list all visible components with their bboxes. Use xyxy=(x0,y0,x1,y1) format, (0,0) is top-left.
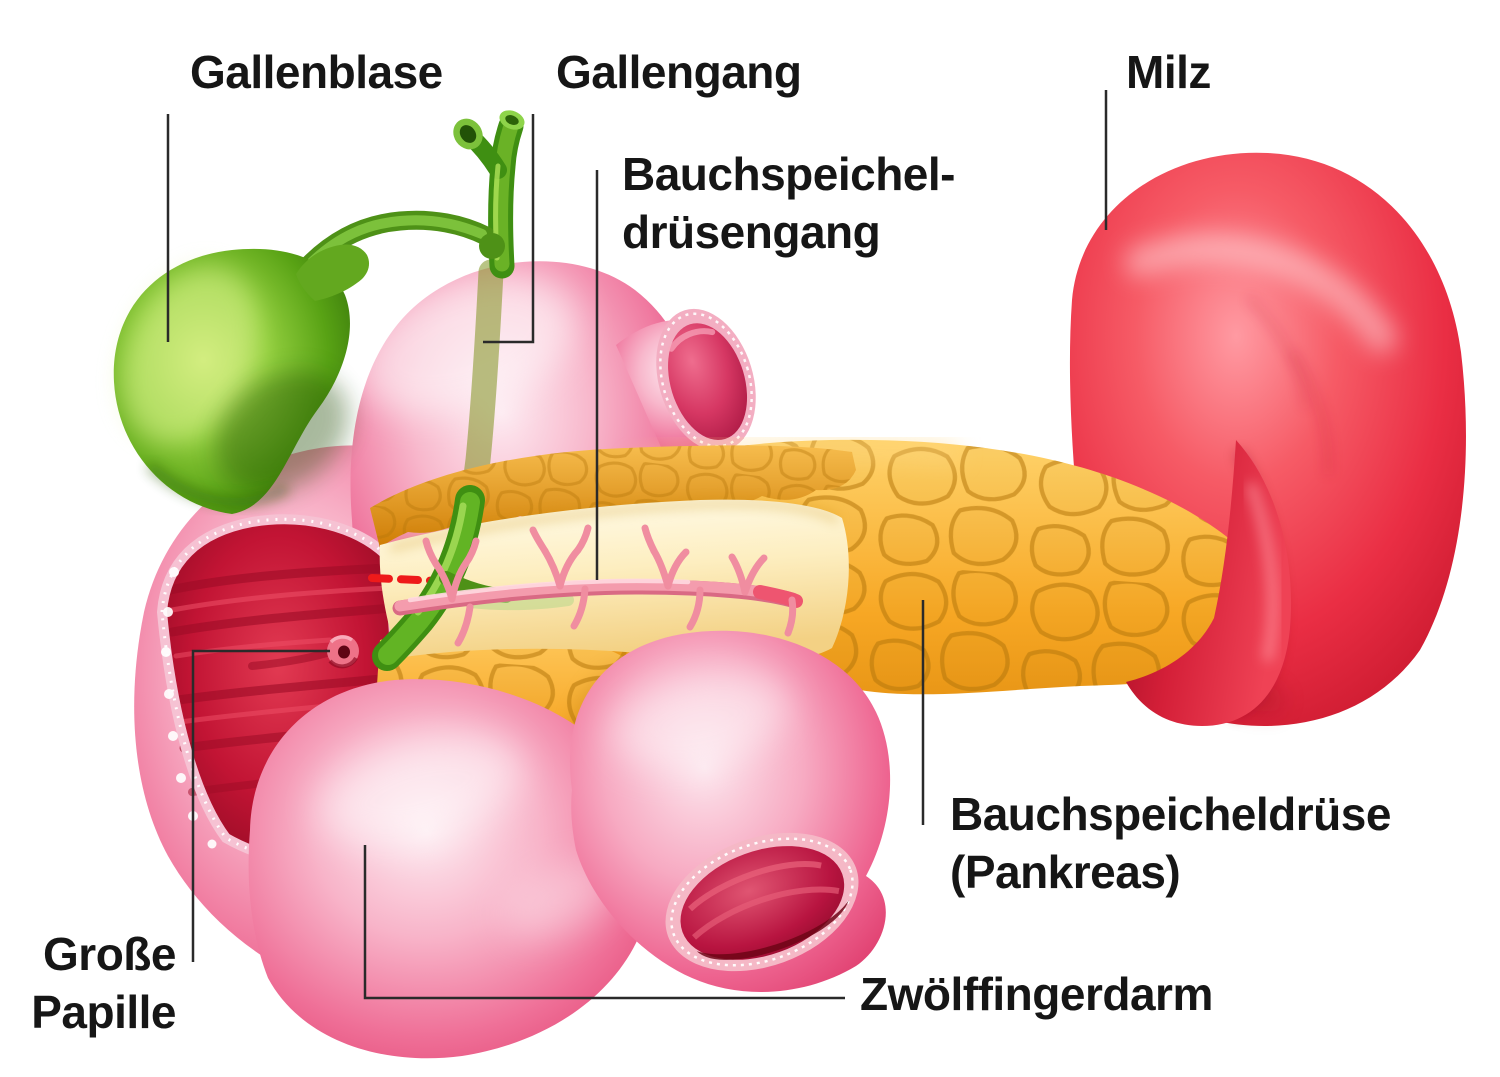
label-gallenblase-text: Gallenblase xyxy=(190,46,443,98)
knob-sheen-2 xyxy=(503,861,617,939)
label-gallengang-text: Gallengang xyxy=(556,46,802,98)
leader-gallengang xyxy=(483,114,535,344)
bile-duct-illustration xyxy=(300,110,525,525)
leader-lines xyxy=(166,90,1108,1000)
major-papilla xyxy=(327,635,359,669)
duct-branches xyxy=(422,524,797,647)
hepatic-duct-cut-stub-right xyxy=(499,110,525,130)
spleen-sheen xyxy=(1125,233,1397,353)
label-grosse-papille-line1: Große xyxy=(43,928,176,980)
duct-junction xyxy=(479,233,505,259)
gallbladder-neck xyxy=(296,244,370,301)
spleen-wrinkle xyxy=(1246,296,1309,409)
label-zwoelffingerdarm-text: Zwölffingerdarm xyxy=(860,968,1213,1020)
label-gallengang: Gallengang xyxy=(556,44,802,102)
label-bauchspeicheldruesengang-line1: Bauchspeichel- xyxy=(622,148,956,200)
label-grosse-papille: Große Papille xyxy=(16,926,176,1042)
label-gallenblase: Gallenblase xyxy=(190,44,443,102)
spleen-front-lobe xyxy=(1126,440,1292,726)
hepatic-duct-cut-stub-left xyxy=(453,118,483,150)
leader-zwoelffingerdarm xyxy=(363,845,845,1000)
label-zwoelffingerdarm: Zwölffingerdarm xyxy=(860,966,1213,1024)
duct-detail-illustration xyxy=(368,485,803,671)
spleen-wrinkle xyxy=(1289,350,1331,475)
bulb-sheen xyxy=(611,669,789,771)
gallbladder-shadow xyxy=(215,371,349,493)
stomach-sheen xyxy=(353,273,577,417)
spleen-front-highlight xyxy=(1246,482,1279,662)
label-bauchspeicheldruese: Bauchspeicheldrüse (Pankreas) xyxy=(950,786,1391,902)
label-grosse-papille-line2: Papille xyxy=(31,985,176,1038)
gallbladder-highlight xyxy=(122,267,258,443)
label-bauchspeicheldruesengang: Bauchspeichel- drüsengang xyxy=(622,146,956,262)
label-milz: Milz xyxy=(1126,44,1211,102)
label-bauchspeicheldruese-line1: Bauchspeicheldrüse xyxy=(950,788,1391,840)
spleen-front-edge xyxy=(1126,440,1292,726)
gallbladder-bottom-shade xyxy=(147,463,289,507)
cystic-duct-core xyxy=(307,215,487,267)
stomach-tube-opening xyxy=(656,308,756,452)
gallbladder-illustration xyxy=(113,244,370,515)
label-bauchspeicheldruese-line2: (Pankreas) xyxy=(950,845,1181,898)
duodenum-folds xyxy=(165,563,397,796)
knob-sheen xyxy=(317,732,523,848)
label-milz-text: Milz xyxy=(1126,46,1211,98)
label-bauchspeicheldruesengang-line2: drüsengang xyxy=(622,205,881,258)
leader-grosse-papille xyxy=(191,649,330,962)
duodenum-lower-illustration xyxy=(248,630,891,1059)
duodenum-cut-opening xyxy=(665,832,859,972)
pancreatic-duct xyxy=(392,524,803,647)
